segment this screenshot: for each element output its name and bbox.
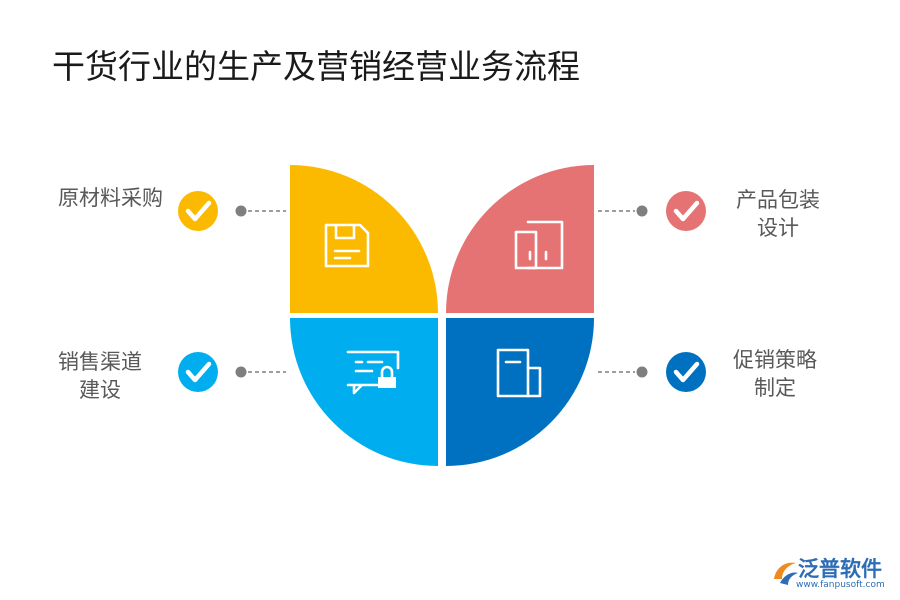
- connector-bottom-right: [598, 366, 648, 378]
- check-icon-top-left: [178, 191, 218, 231]
- label-bottom-left: 销售渠道 建设: [58, 348, 142, 404]
- label-line: 产品包装: [736, 188, 820, 212]
- door-panels-icon: [514, 220, 564, 270]
- check-icon-bottom-right: [666, 352, 706, 392]
- label-line: 制定: [754, 376, 796, 400]
- label-line: 销售渠道: [58, 350, 142, 374]
- brand-name: 泛普软件: [798, 557, 882, 581]
- connector-top-left: [235, 205, 286, 217]
- petal-bottom-right: [446, 318, 594, 466]
- brand-logo-icon: [774, 562, 798, 585]
- label-top-right: 产品包装 设计: [736, 186, 820, 242]
- label-line: 促销策略: [733, 348, 817, 372]
- label-line: 设计: [757, 216, 799, 240]
- page-title: 干货行业的生产及营销经营业务流程: [52, 47, 580, 86]
- check-icon-bottom-left: [178, 352, 218, 392]
- label-line: 建设: [79, 378, 121, 402]
- petal-bottom-left: [290, 318, 438, 466]
- check-icon-top-right: [666, 191, 706, 231]
- petal-top-right: [446, 165, 594, 313]
- label-top-left: 原材料采购: [58, 184, 163, 212]
- message-lock-icon: [346, 350, 400, 395]
- connector-top-right: [598, 205, 648, 217]
- connector-bottom-left: [235, 366, 286, 378]
- brand-url: www.fanpusoft.com: [796, 580, 885, 590]
- floppy-disk-icon: [324, 223, 370, 268]
- label-line: 原材料采购: [58, 186, 163, 210]
- petal-top-left: [290, 165, 438, 313]
- document-icon: [496, 348, 542, 398]
- label-bottom-right: 促销策略 制定: [733, 346, 817, 402]
